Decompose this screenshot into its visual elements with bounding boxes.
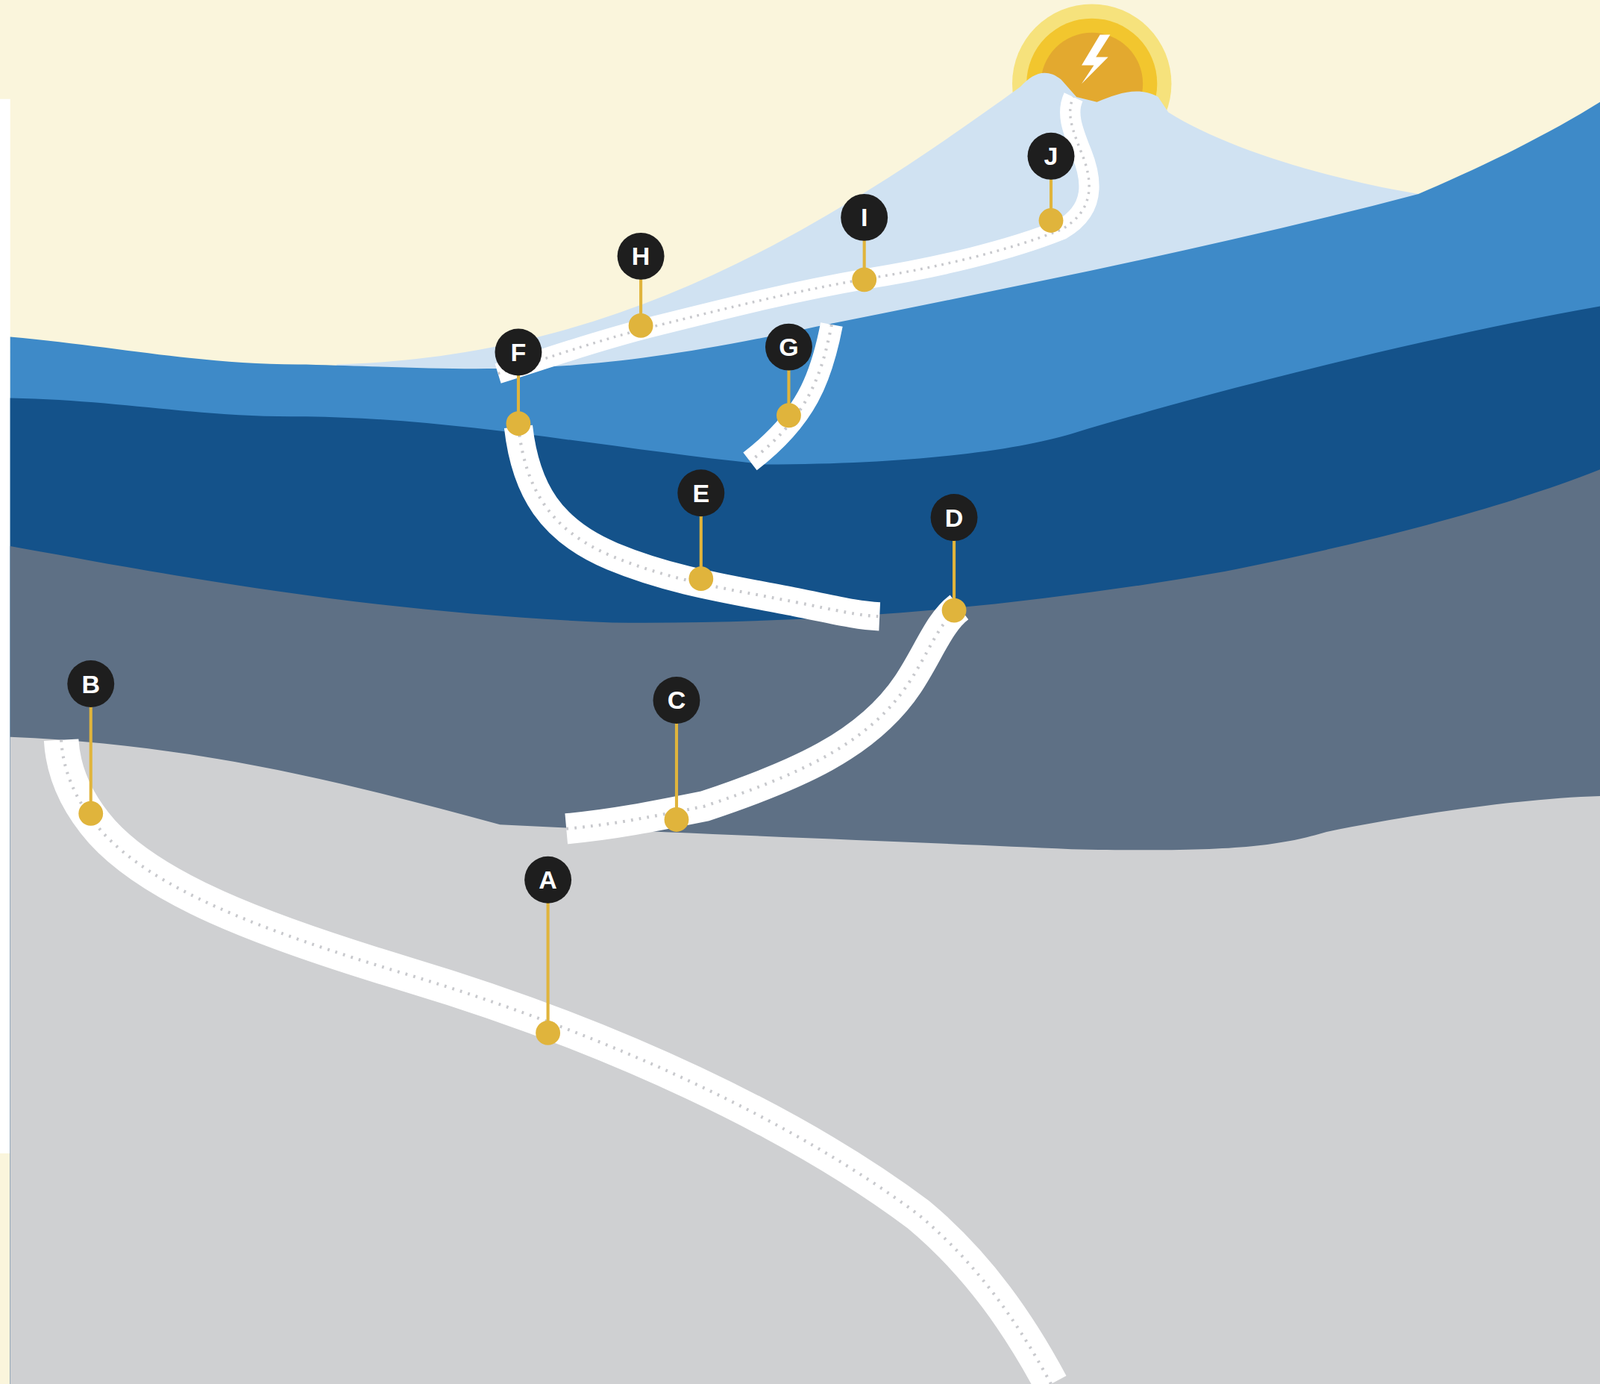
- callout-number: C: [654, 677, 699, 723]
- anchor-dot: [506, 411, 532, 436]
- band-2: [10, 305, 1600, 1384]
- anchor-dot: [688, 566, 714, 591]
- callout-circle: [67, 660, 115, 708]
- anchor-dot: [535, 1020, 561, 1046]
- anchor-dot: [851, 267, 877, 292]
- band-4: [10, 736, 1600, 1384]
- callout-circle: [494, 328, 542, 376]
- callout-circle: [1027, 132, 1075, 180]
- callout-circle: [930, 493, 978, 541]
- callout-circle: [765, 323, 813, 371]
- anchor-dot: [628, 313, 654, 338]
- anchor-dot: [1039, 208, 1064, 233]
- callout-circle: [617, 232, 665, 280]
- callout-number: J: [1028, 133, 1074, 179]
- trails: [61, 96, 1090, 1384]
- callout-circle: [840, 193, 888, 241]
- callout-number: B: [68, 661, 114, 707]
- callout-number: A: [525, 857, 571, 902]
- callout-number: I: [842, 194, 887, 240]
- callout-number: D: [931, 495, 977, 541]
- callout-circle: [524, 856, 572, 904]
- callout-circle: [653, 676, 701, 724]
- anchor-dot: [78, 801, 103, 826]
- anchor-dot: [942, 598, 967, 623]
- callout-number: F: [496, 329, 541, 375]
- callout-number: E: [678, 470, 724, 516]
- callout-circle: [677, 469, 725, 517]
- callout-markers: [67, 132, 1075, 1046]
- edge-strip: [0, 99, 11, 1154]
- callout-number: G: [766, 324, 811, 370]
- anchor-dot: [776, 402, 802, 428]
- callout-number: H: [618, 233, 664, 279]
- anchor-dot: [664, 807, 690, 832]
